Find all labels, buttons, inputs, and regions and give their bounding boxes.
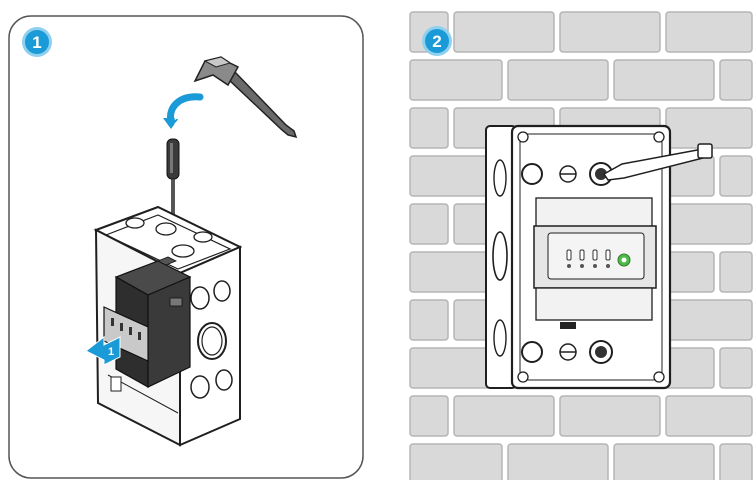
brick [719, 443, 753, 480]
brick [409, 59, 503, 101]
arrow-1-label: 1 [108, 346, 114, 358]
step-number: 2 [432, 32, 441, 51]
brick [719, 59, 753, 101]
status-leds [566, 249, 631, 268]
brick [409, 299, 449, 341]
brick [409, 203, 449, 245]
badge-circle [425, 29, 449, 53]
brick [409, 395, 449, 437]
hammer-icon [193, 56, 298, 139]
brick [507, 59, 609, 101]
step-2-panel: 2 [408, 8, 754, 480]
curved-arrow-icon: 2 [163, 93, 204, 129]
pointer-arrow-icon: 1 [85, 335, 121, 366]
step-2-illustration: 2 [409, 11, 753, 480]
brick [453, 395, 555, 437]
brick [665, 203, 753, 245]
brick [665, 395, 753, 437]
brick [665, 11, 753, 53]
brick [453, 11, 555, 53]
arrow-2-label: 2 [174, 116, 180, 128]
step-badge: 1 [22, 27, 52, 57]
step-1-illustration: 1 2 [8, 15, 364, 479]
screwdriver-icon [602, 143, 713, 181]
step-badge: 2 [422, 26, 452, 56]
brick [719, 155, 753, 197]
step-number: 1 [32, 33, 41, 52]
brick [613, 59, 715, 101]
brick [559, 395, 661, 437]
brick [613, 443, 715, 480]
brick [719, 347, 753, 389]
brick [665, 299, 753, 341]
energy-meter [103, 256, 192, 389]
brick [409, 443, 503, 480]
step-1-panel: 1 2 [8, 15, 364, 479]
badge-circle [25, 30, 49, 54]
brick [719, 251, 753, 293]
brick [507, 443, 609, 480]
brick [559, 11, 661, 53]
mounted-enclosure [485, 124, 672, 390]
brick [409, 107, 449, 149]
brick [665, 107, 753, 149]
